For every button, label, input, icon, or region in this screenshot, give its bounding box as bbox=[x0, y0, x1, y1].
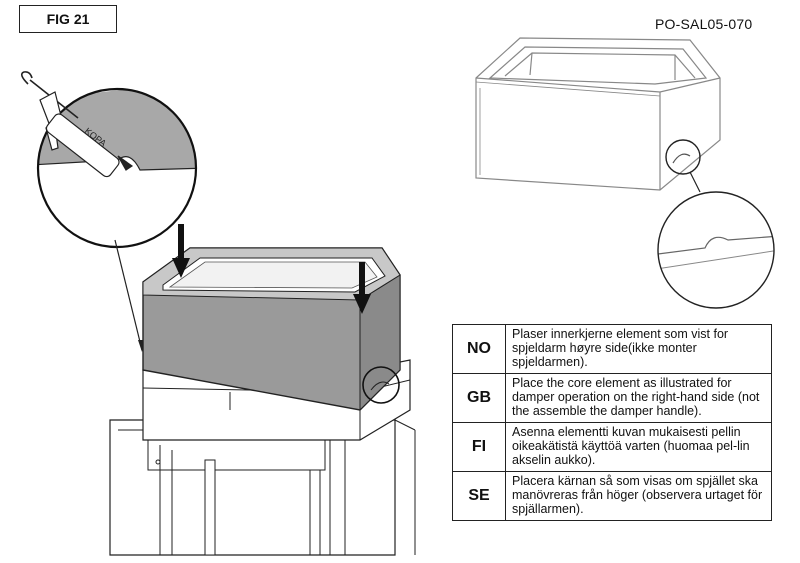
instruction-row-se: SE Placera kärnan så som visas om spjäll… bbox=[452, 471, 772, 521]
core-element-outline bbox=[475, 37, 721, 193]
language-code: SE bbox=[452, 471, 506, 521]
instruction-row-gb: GB Place the core element as illustrated… bbox=[452, 373, 772, 423]
language-code: NO bbox=[452, 324, 506, 374]
down-arrow-icon bbox=[353, 262, 371, 314]
down-arrow-icon bbox=[172, 224, 190, 278]
instruction-text: Place the core element as illustrated fo… bbox=[505, 373, 772, 423]
caulk-gun-icon: KOPA bbox=[20, 71, 134, 178]
detail-circle-right bbox=[657, 191, 775, 309]
notch-callout-circle bbox=[362, 366, 400, 404]
document-code: PO-SAL05-070 bbox=[655, 16, 753, 32]
instructions-table: NO Plaser innerkjerne element som vist f… bbox=[452, 324, 772, 521]
language-code: GB bbox=[452, 373, 506, 423]
instruction-text: Placera kärnan så som visas om spjället … bbox=[505, 471, 772, 521]
instruction-row-no: NO Plaser innerkjerne element som vist f… bbox=[452, 324, 772, 374]
stove-assembly bbox=[109, 224, 416, 556]
figure-label: FIG 21 bbox=[19, 5, 117, 33]
instruction-text: Asenna elementti kuvan mukaisesti pellin… bbox=[505, 422, 772, 472]
notch-detail-callout bbox=[657, 191, 775, 309]
instruction-text: Plaser innerkjerne element som vist for … bbox=[505, 324, 772, 374]
instruction-row-fi: FI Asenna elementti kuvan mukaisesti pel… bbox=[452, 422, 772, 472]
language-code: FI bbox=[452, 422, 506, 472]
